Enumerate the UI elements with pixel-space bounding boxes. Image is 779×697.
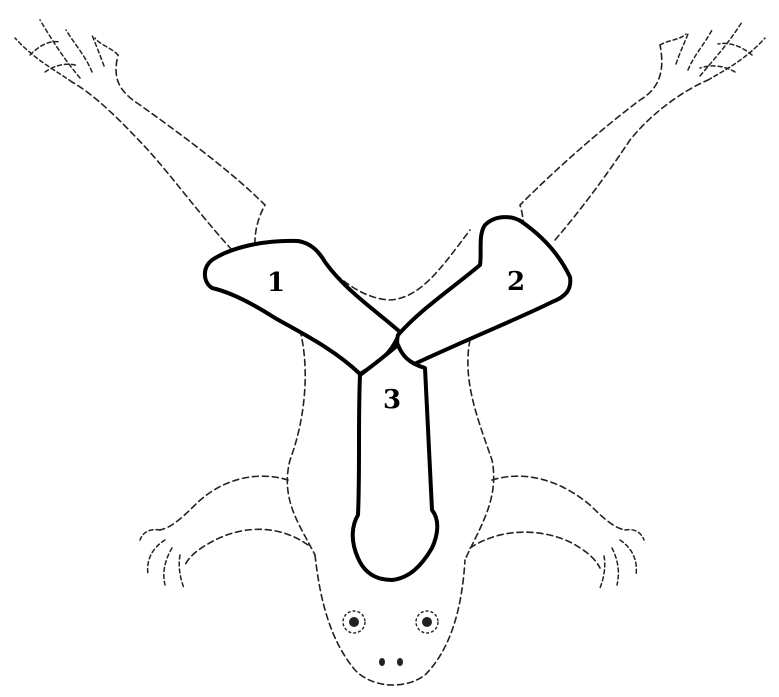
left-eye xyxy=(349,617,359,627)
nostrils xyxy=(379,658,403,666)
section-1: 1 xyxy=(205,241,400,374)
left-flank-outline xyxy=(287,330,315,555)
section-3: 3 xyxy=(353,345,438,580)
section-2-shape xyxy=(397,217,570,366)
left-nostril xyxy=(379,658,385,666)
right-hind-foot-outline xyxy=(660,22,765,80)
section-1-shape xyxy=(205,241,400,374)
section-3-shape xyxy=(353,345,438,580)
section-1-label: 1 xyxy=(267,268,285,298)
right-eye xyxy=(422,617,432,627)
eyes xyxy=(343,611,438,633)
left-hind-foot-outline xyxy=(15,20,118,82)
right-fore-foot-outline xyxy=(600,530,644,588)
section-2-label: 2 xyxy=(507,267,525,297)
right-flank-outline xyxy=(465,340,494,560)
section-3-label: 3 xyxy=(383,385,401,415)
section-2: 2 xyxy=(397,217,570,366)
left-fore-limb-outline xyxy=(160,476,308,565)
left-fore-foot-outline xyxy=(140,530,184,588)
right-nostril xyxy=(397,658,403,666)
